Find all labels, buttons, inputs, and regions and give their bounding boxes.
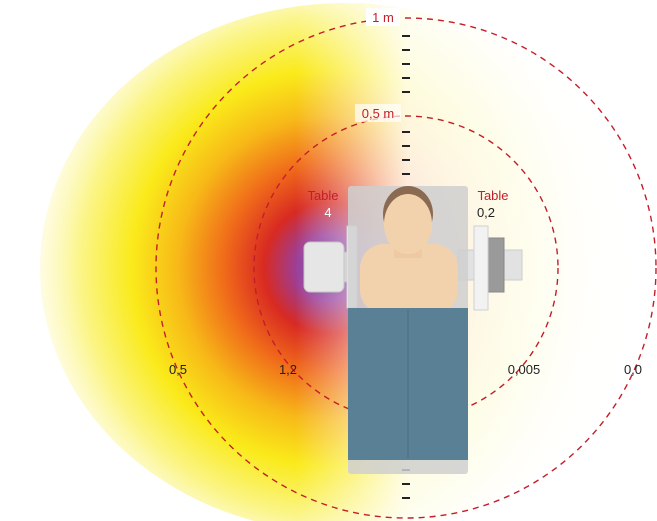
ring-1m-label: 1 m: [372, 10, 394, 25]
ring-0-5m-label: 0,5 m: [362, 106, 395, 121]
right-table-heading: Table: [477, 188, 508, 203]
left-table-heading: Table: [307, 188, 338, 203]
ring-1m-label-bg: [366, 8, 400, 26]
left-outer-value: 0,5: [169, 362, 187, 377]
left-table-value: 4: [324, 205, 331, 220]
patient-shoulders: [360, 244, 458, 314]
image-detector-icon: [457, 225, 523, 311]
left-mid-value: 1,2: [279, 362, 297, 377]
patient-head: [384, 194, 432, 254]
right-outer-value: 0,0: [624, 362, 642, 377]
ring-0-5m: [253, 115, 559, 421]
ring-1m: [155, 17, 657, 519]
ring-0-5m-label-bg: [355, 104, 401, 122]
distance-rings: [155, 17, 657, 519]
right-table-value: 0,2: [477, 205, 495, 220]
patient-on-table-icon: [348, 186, 468, 474]
right-mid-value: 0,005: [508, 362, 541, 377]
